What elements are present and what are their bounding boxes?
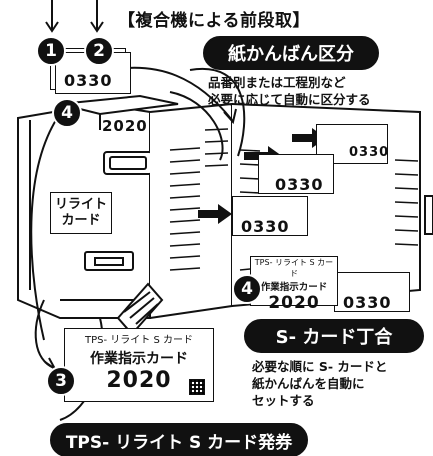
kanban-number: 0330 — [64, 71, 113, 90]
step-badge-3: 3 — [46, 366, 76, 396]
shelf-kanban-1: 0330 — [316, 124, 388, 164]
shelf-kanban-4: 0330 — [334, 272, 410, 312]
shelf-kanban-3: 0330 — [232, 196, 308, 236]
machine-display-value: 2020 — [102, 117, 148, 135]
qr-code-icon — [189, 379, 205, 395]
kanban-number: 0330 — [275, 175, 324, 194]
collation-description: 必要な順に S- カードと 紙かんばんを自動に セットする — [252, 358, 387, 409]
card-year: 2020 — [268, 293, 320, 313]
card-header: TPS- リライト S カード — [254, 258, 334, 278]
sorting-label: 紙かんばん区分 — [203, 36, 379, 70]
shelf-kanban-2: 0330 — [258, 154, 334, 194]
rewrite-card-label-line1: リライト — [54, 197, 107, 212]
rewrite-card-slot: リライト カード — [50, 192, 112, 234]
card-issue-label: TPS- リライト S カード発券 — [50, 423, 308, 456]
instruction-card-mid: TPS- リライト S カード 作業指示カード 2020 — [250, 256, 338, 313]
collation-desc-line2: 紙かんばんを自動に — [252, 376, 365, 391]
collation-desc-line3: セットする — [252, 393, 315, 408]
step-badge-2: 2 — [84, 36, 114, 66]
collation-desc-line1: 必要な順に S- カードと — [252, 359, 388, 374]
card-year: 2020 — [106, 368, 172, 393]
collation-label: S- カード丁合 — [244, 319, 424, 353]
step-badge-1: 1 — [36, 36, 66, 66]
kanban-number: 0330 — [343, 293, 392, 312]
page-title: 【複合機による前段取】 — [118, 11, 310, 31]
sorting-description: 品番別または工程別など 必要に応じて自動に区分する — [208, 74, 371, 108]
kanban-number: 0330 — [241, 217, 290, 236]
kanban-number: 0330 — [349, 145, 390, 160]
rewrite-card-label-line2: カード — [61, 213, 101, 228]
card-title: 作業指示カード — [260, 282, 328, 293]
step-badge-4-top: 4 — [52, 98, 82, 128]
step-badge-4-card: 4 — [232, 274, 262, 304]
card-header: TPS- リライト S カード — [85, 335, 193, 346]
instruction-card-front: TPS- リライト S カード 作業指示カード 2020 — [64, 328, 214, 402]
card-title: 作業指示カード — [90, 351, 188, 367]
sorting-desc-line2: 必要に応じて自動に区分する — [208, 92, 371, 107]
sorting-desc-line1: 品番別または工程別など — [208, 75, 346, 90]
input-arrows — [45, 0, 104, 33]
